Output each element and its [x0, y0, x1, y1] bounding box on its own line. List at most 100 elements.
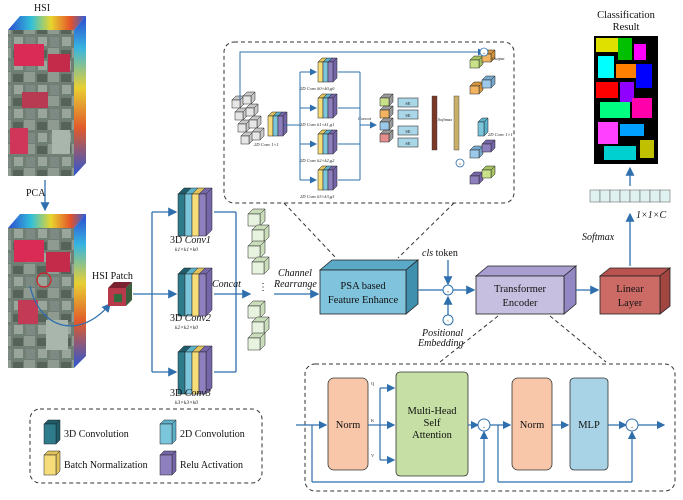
psa-branch3-label: 2D Conv k3×k3,g3 — [300, 194, 335, 200]
se-label-2: SE — [405, 113, 411, 118]
hsi-patch-label: HSI Patch — [92, 271, 133, 282]
feature-cube-5 — [247, 300, 266, 319]
branch-connectors — [133, 207, 252, 377]
psa-feature-cube — [379, 129, 394, 143]
positional-line1: Positional — [421, 328, 463, 339]
feature-cube-7 — [247, 332, 266, 351]
se-label-3: SE — [405, 129, 411, 134]
conv3d-layer-4 — [198, 267, 213, 317]
psa-concat-label: Concat — [358, 116, 372, 121]
psa-branch2-label: 2D Conv k2×k2,g2 — [300, 158, 335, 164]
norm2-label: Norm — [520, 420, 545, 431]
hsi-label: HSI — [34, 3, 50, 14]
psa-zoom-line-left — [283, 202, 337, 259]
psa-feature-cube — [379, 117, 394, 131]
linear-line1: Linear — [616, 284, 644, 295]
psa-branch-layer — [327, 129, 338, 155]
q-label: Q — [371, 381, 375, 386]
psa-add-node — [479, 47, 489, 57]
psa-input-cube — [237, 119, 251, 133]
conv3d-layer-4 — [198, 187, 213, 237]
output-vector-cell — [619, 189, 631, 203]
psa-internals: SE SE SE SE Softmax × + Output 2D Conv 1… — [231, 47, 513, 191]
psa-conv1-label: 2D Conv 1×1 — [254, 142, 279, 147]
ellipsis-dots: ⋮ — [258, 282, 268, 293]
psa-out-conv — [477, 117, 489, 137]
v-label: V — [371, 453, 375, 458]
class-map-region — [620, 82, 634, 102]
class-map-region — [596, 38, 618, 52]
psa-multiply-node — [455, 158, 465, 168]
conv3d-stack-1 — [177, 187, 213, 237]
result-line1: Classification — [597, 10, 655, 21]
class-map-region — [632, 98, 652, 118]
concat-label: Concat — [212, 279, 241, 290]
class-map-region — [596, 82, 618, 98]
attn-vector-1 — [431, 95, 438, 151]
k-label: K — [371, 418, 375, 423]
legend-swatch-conv2d — [159, 419, 177, 445]
transformer-line2: Encoder — [503, 298, 538, 309]
psa-box-line2: Feature Enhance — [328, 295, 399, 306]
class-map-region — [634, 44, 646, 60]
channel-rearrange-line1: Channel — [278, 268, 312, 279]
result-line2: Result — [613, 22, 640, 33]
concat-feature-cubes — [247, 208, 270, 351]
conv3d-stack-2 — [177, 267, 213, 317]
psa-input-cube — [245, 103, 259, 117]
psa-feature-cube — [379, 105, 394, 119]
mha-line3: Attention — [412, 430, 452, 441]
softmax-label: Softmax — [582, 232, 615, 243]
psa-input-cube — [231, 95, 245, 109]
output-dim-label: 1×1×C — [636, 210, 666, 221]
class-map-region — [636, 64, 652, 88]
psa-box — [318, 259, 420, 315]
encoder-detail-panel — [304, 363, 676, 492]
psa-output-cube — [469, 171, 484, 185]
hsi-cube-pca — [8, 214, 86, 368]
se-label-4: SE — [405, 141, 411, 146]
conv2-kernel: k2×k2×k0 — [175, 325, 198, 331]
psa-add-symbol: + — [483, 51, 486, 56]
mha-box — [395, 371, 469, 477]
mha-line1: Multi-Head — [408, 406, 458, 417]
psa-concat-features — [379, 93, 394, 143]
cls-token-label: cls token — [422, 248, 458, 259]
patch-extract-arrow — [29, 285, 111, 327]
psa-box-line1: PSA based — [340, 281, 386, 292]
output-vector-cell — [659, 189, 671, 203]
class-map-region — [618, 38, 632, 60]
cls-concat-symbol: + — [447, 289, 450, 294]
psa-conv1x1-stack — [267, 111, 288, 137]
se-block-2 — [397, 109, 419, 120]
linear-line2: Layer — [618, 298, 643, 309]
output-vector-cell — [649, 189, 661, 203]
output-vector-cell — [609, 189, 621, 203]
class-map-region — [598, 56, 614, 78]
psa-output-cube — [481, 165, 496, 179]
positional-line2: Embedding — [417, 338, 464, 349]
psa-conv-out-label: 2D Conv 1×1 — [488, 132, 513, 137]
legend-swatch-batchnorm — [43, 450, 61, 476]
se-block-4 — [397, 137, 419, 148]
feature-cube-3 — [247, 240, 266, 259]
se-block-1 — [397, 97, 419, 108]
class-map-region — [620, 124, 644, 136]
psa-input-cubes — [231, 91, 265, 145]
class-map-region — [598, 122, 618, 144]
norm2-box — [511, 377, 553, 471]
psa-branch0-label: 2D Conv k0×k0,g0 — [300, 86, 335, 92]
psa-detail-panel — [223, 41, 515, 204]
psa-input-cube — [251, 127, 265, 141]
legend-label-conv3d: 3D Convolution — [64, 429, 129, 440]
output-vector — [589, 189, 671, 203]
conv2-label: 3D Conv2 — [170, 313, 211, 324]
pca-label: PCA — [26, 188, 46, 199]
conv3d-stack-3 — [177, 345, 213, 395]
legend-label-batchnorm: Batch Normalization — [64, 460, 148, 471]
mlp-label: MLP — [578, 420, 600, 431]
psa-output-cube — [469, 55, 484, 69]
psa-branch-layer — [327, 165, 338, 191]
encoder-zoom-line-right — [549, 315, 607, 363]
